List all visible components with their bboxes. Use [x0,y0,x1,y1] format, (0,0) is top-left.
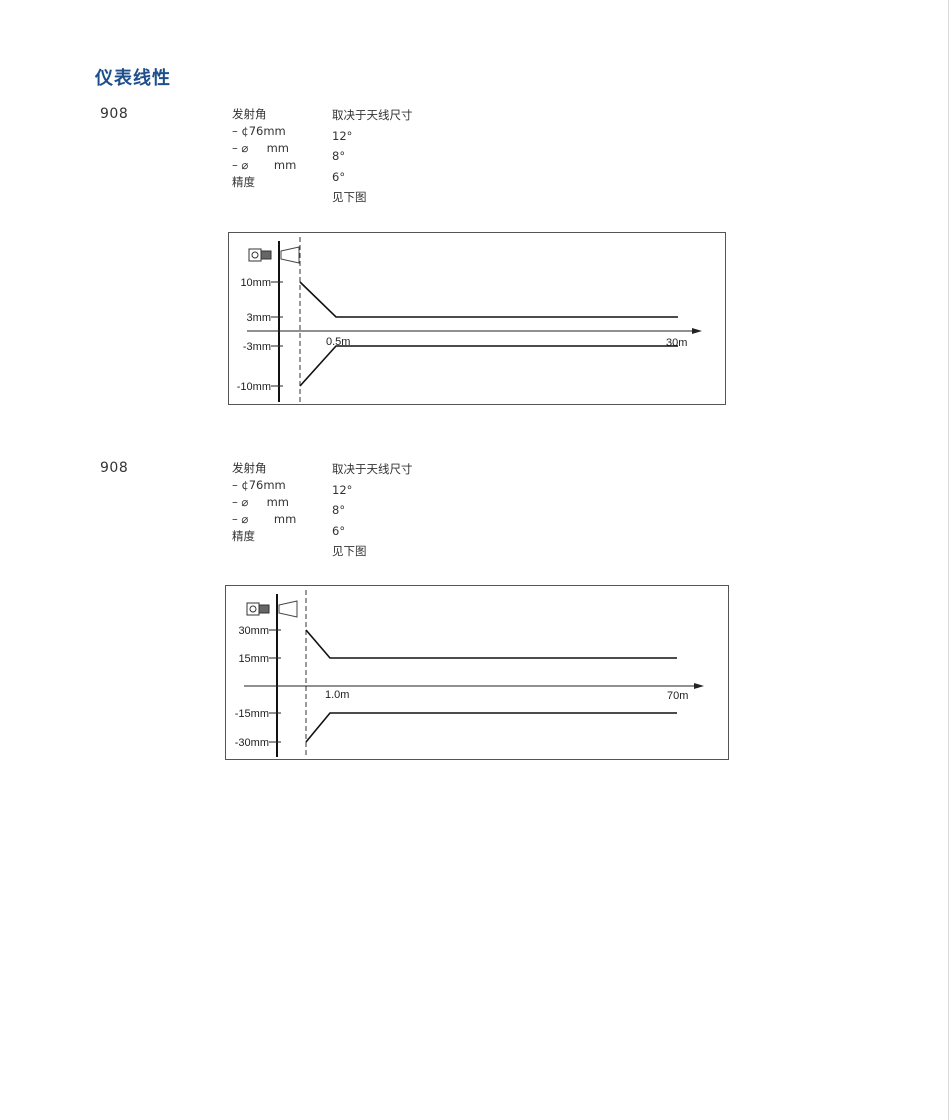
lower-accuracy-line [305,712,677,743]
accuracy-chart-1: 10mm 3mm -3mm -10mm 0.5m 30m [228,232,726,405]
spec-value: 取决于天线尺寸 [332,462,413,476]
sensor-lens-icon [251,251,259,259]
x-tick-label: 0.5m [326,336,350,348]
chart-svg: 30mm 15mm -15mm -30mm 1.0m 70m [235,590,704,757]
horn-antenna-icon [280,246,300,264]
sensor-housing-icon [246,602,260,616]
spec-label: – ⌀ mm [232,141,290,155]
model-number: 908 [100,106,129,122]
y-tick-label: -30mm [235,737,269,749]
chart-svg: 10mm 3mm -3mm -10mm 0.5m 30m [237,237,702,402]
spec-label: 精度 [232,175,255,189]
accuracy-chart-2: 30mm 15mm -15mm -30mm 1.0m 70m [225,585,729,760]
spec-label: 发射角 [232,107,267,121]
x-tick-label: 30m [666,337,687,349]
spec-label: – ⌀ mm [232,495,290,509]
y-tick-label: 3mm [247,312,271,324]
y-tick-label: -3mm [243,341,271,353]
upper-accuracy-line [299,281,678,318]
spec-label: 发射角 [232,461,267,475]
y-tick-label: 10mm [240,277,271,289]
spec-label: – ⌀ mm [232,158,297,172]
x-axis-arrow [692,328,702,334]
spec-value: 取决于天线尺寸 [332,108,413,122]
spec-value: 6° [332,169,346,184]
spec-value: 见下图 [332,190,367,204]
y-tick-label: -10mm [237,381,271,393]
y-tick-label: 30mm [238,625,269,637]
sensor-lens-icon [249,605,257,613]
spec-label: – ¢76mm [232,124,286,138]
spec-label: – ¢76mm [232,478,286,492]
spec-value: 12° [332,482,353,497]
sensor-flange-icon [258,604,270,614]
spec-value: 6° [332,523,346,538]
spec-labels: 发射角 – ¢76mm – ⌀ mm – ⌀ mm 精度 [232,106,296,191]
spec-value: 8° [332,149,346,163]
sensor-flange-icon [260,250,272,260]
spec-value: 见下图 [332,544,367,558]
page-edge-line [948,0,949,1120]
spec-label: – ⌀ mm [232,512,297,526]
upper-accuracy-line [305,629,677,659]
model-number: 908 [100,460,129,476]
x-tick-label: 70m [667,690,688,702]
x-axis-arrow [694,683,704,689]
spec-labels: 发射角 – ¢76mm – ⌀ mm – ⌀ mm 精度 [232,460,296,545]
page-title: 仪表线性 [95,68,171,89]
y-tick-label: 15mm [238,653,269,665]
spec-values: 取决于天线尺寸 12° 8° 6° 见下图 [332,459,413,562]
spec-value: 12° [332,128,353,143]
spec-label: 精度 [232,529,255,543]
horn-antenna-icon [278,600,298,618]
y-tick-label: -15mm [235,708,269,720]
sensor-housing-icon [248,248,262,262]
x-tick-label: 1.0m [325,689,349,701]
lower-accuracy-line [299,345,678,387]
spec-values: 取决于天线尺寸 12° 8° 6° 见下图 [332,105,413,208]
spec-value: 8° [332,503,346,517]
